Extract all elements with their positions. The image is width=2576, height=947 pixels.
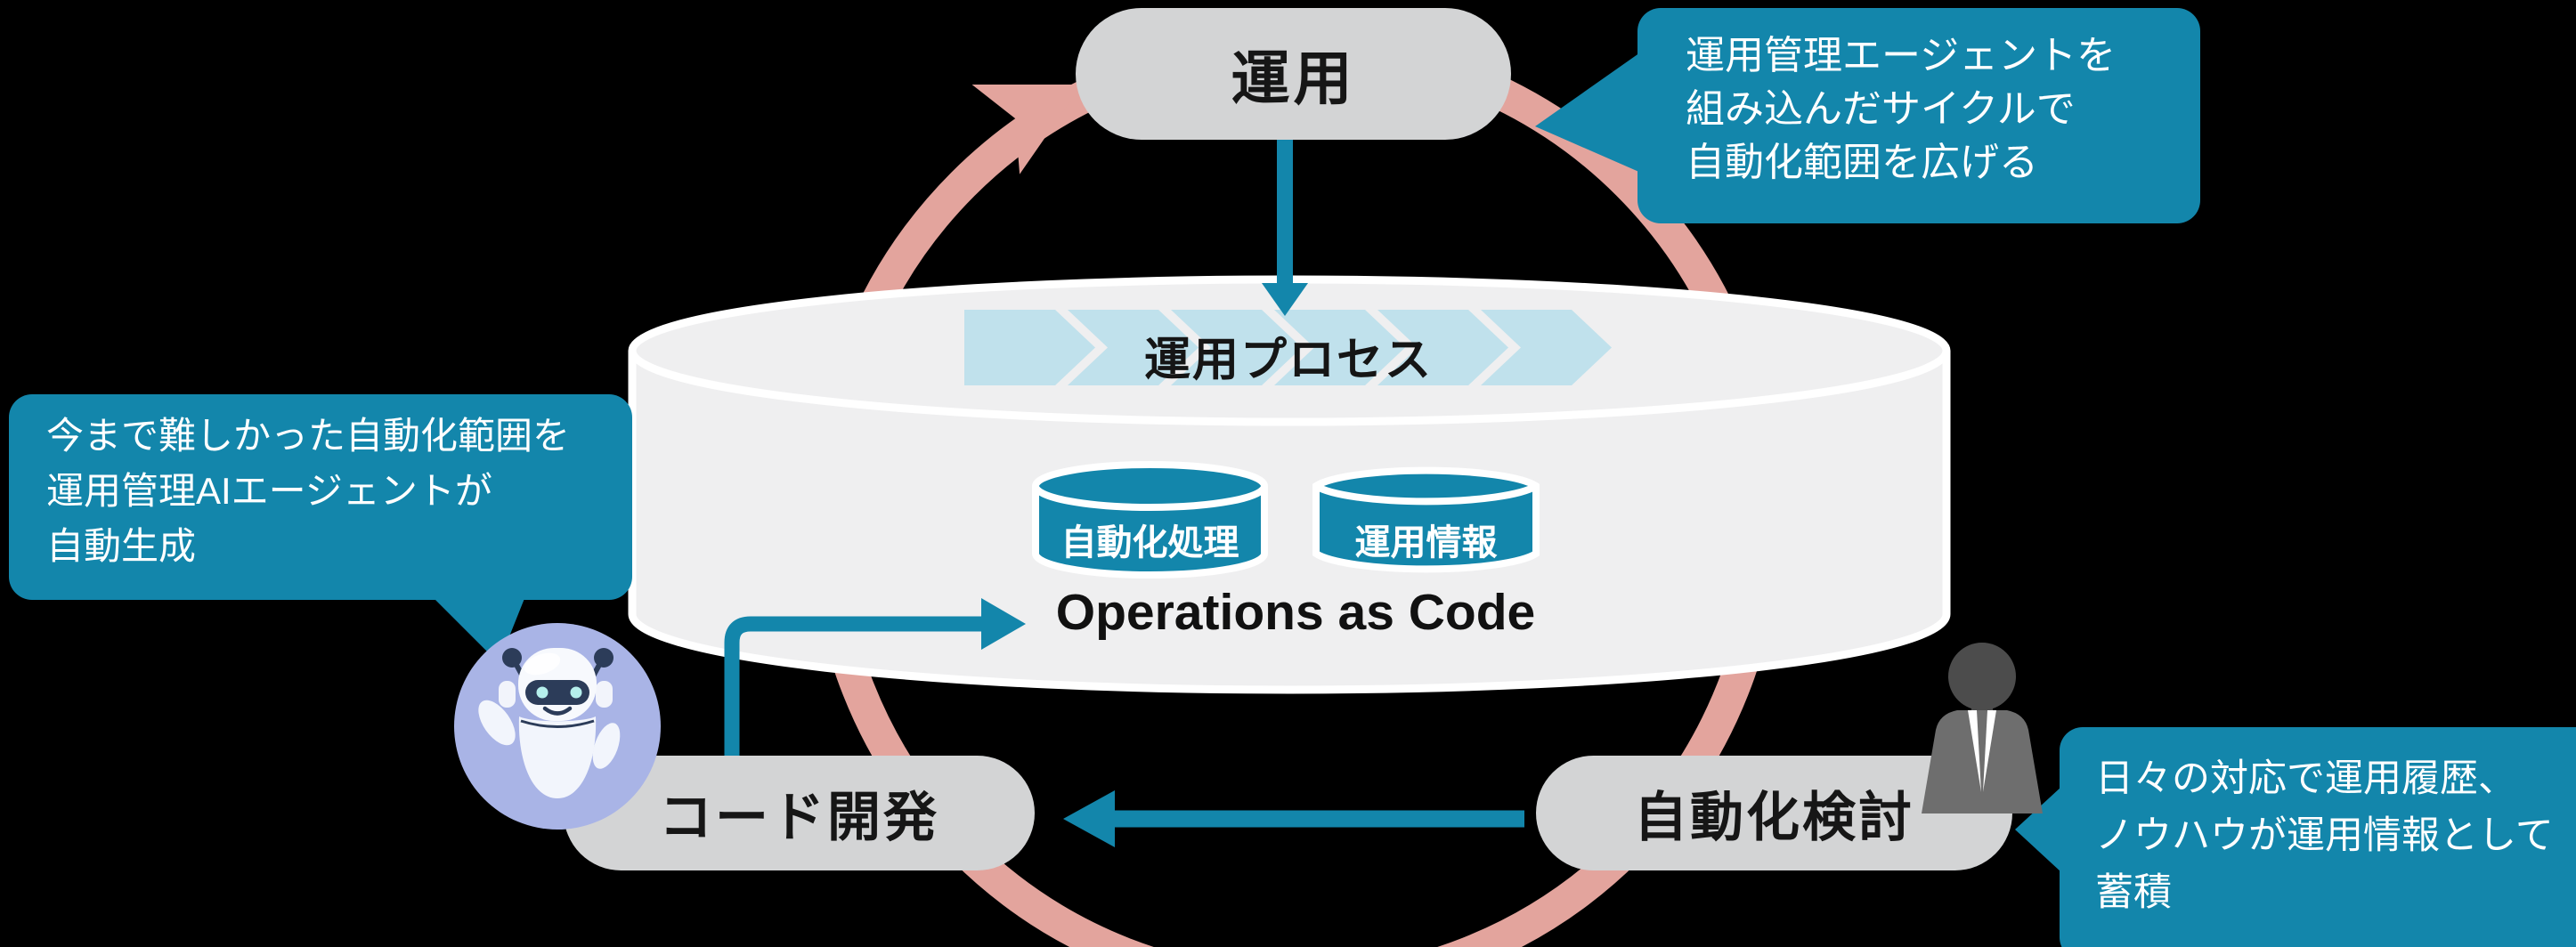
callout-bottom-right-tail [2015, 776, 2073, 883]
chevron-segment [1171, 310, 1302, 385]
chevron-segment [1068, 310, 1199, 385]
chevron-segment [964, 310, 1095, 385]
callout-line: 今まで難しかった自動化範囲を [46, 415, 571, 457]
cycle-arrowhead [971, 85, 1082, 174]
process-band-label: 運用プロセス [1143, 335, 1433, 386]
callout-line: 自動化範囲を広げる [1686, 141, 2038, 184]
callout-line: 運用管理AIエージェントが [46, 470, 492, 512]
callout-line: 日々の対応で運用履歴、 [2095, 757, 2516, 800]
callout-line: 自動生成 [46, 525, 197, 567]
callout-line: 蓄積 [2095, 871, 2172, 914]
callout-top-right: 運用管理エージェントを 組み込んだサイクルで 自動化範囲を広げる [1637, 8, 2200, 223]
datastore-automation-cylinder [1032, 461, 1268, 579]
chevron-segment [1377, 310, 1508, 385]
callout-top-right-tail [1535, 46, 1649, 176]
chevron-segment [1481, 310, 1612, 385]
datastore-operations-info-cylinder [1312, 466, 1540, 573]
callout-bottom-right: 日々の対応で運用履歴、 ノウハウが運用情報として 蓄積 [2060, 727, 2576, 947]
node-label-automation-review: 自動化検討 [1634, 788, 1914, 847]
arrow-operation-to-process [1262, 140, 1308, 316]
robot-icon [454, 623, 661, 830]
node-label-operation: 運用 [1231, 45, 1356, 111]
operations-as-code-caption: Operations as Code [1055, 584, 1536, 641]
person-icon [1922, 643, 2043, 813]
callout-left: 今まで難しかった自動化範囲を 運用管理AIエージェントが 自動生成 [9, 394, 632, 600]
platform-cylinder [628, 275, 1951, 694]
datastore-automation-label: 自動化処理 [1060, 523, 1239, 563]
arrow-code-to-operations-as-code [724, 598, 1026, 757]
process-chevron-band [964, 310, 1612, 385]
node-pill-operation: 運用 [1076, 8, 1511, 140]
node-label-code-development: コード開発 [659, 788, 939, 847]
chevron-segment [1274, 310, 1405, 385]
arrow-review-to-code [1063, 790, 1524, 847]
callout-line: ノウハウが運用情報として [2095, 814, 2554, 857]
datastore-operations-info-label: 運用情報 [1354, 523, 1498, 563]
callout-line: 組み込んだサイクルで [1686, 87, 2076, 131]
callout-line: 運用管理エージェントを [1686, 34, 2117, 77]
